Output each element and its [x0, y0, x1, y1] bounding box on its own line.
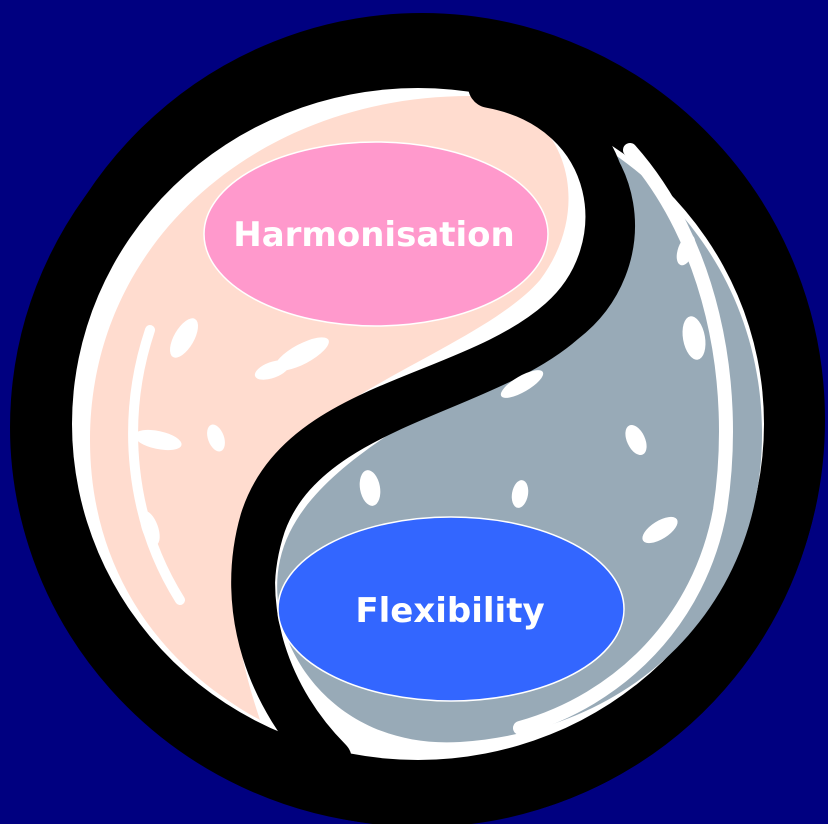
flexibility-label: Flexibility: [355, 591, 544, 631]
harmonisation-label: Harmonisation: [233, 215, 514, 255]
